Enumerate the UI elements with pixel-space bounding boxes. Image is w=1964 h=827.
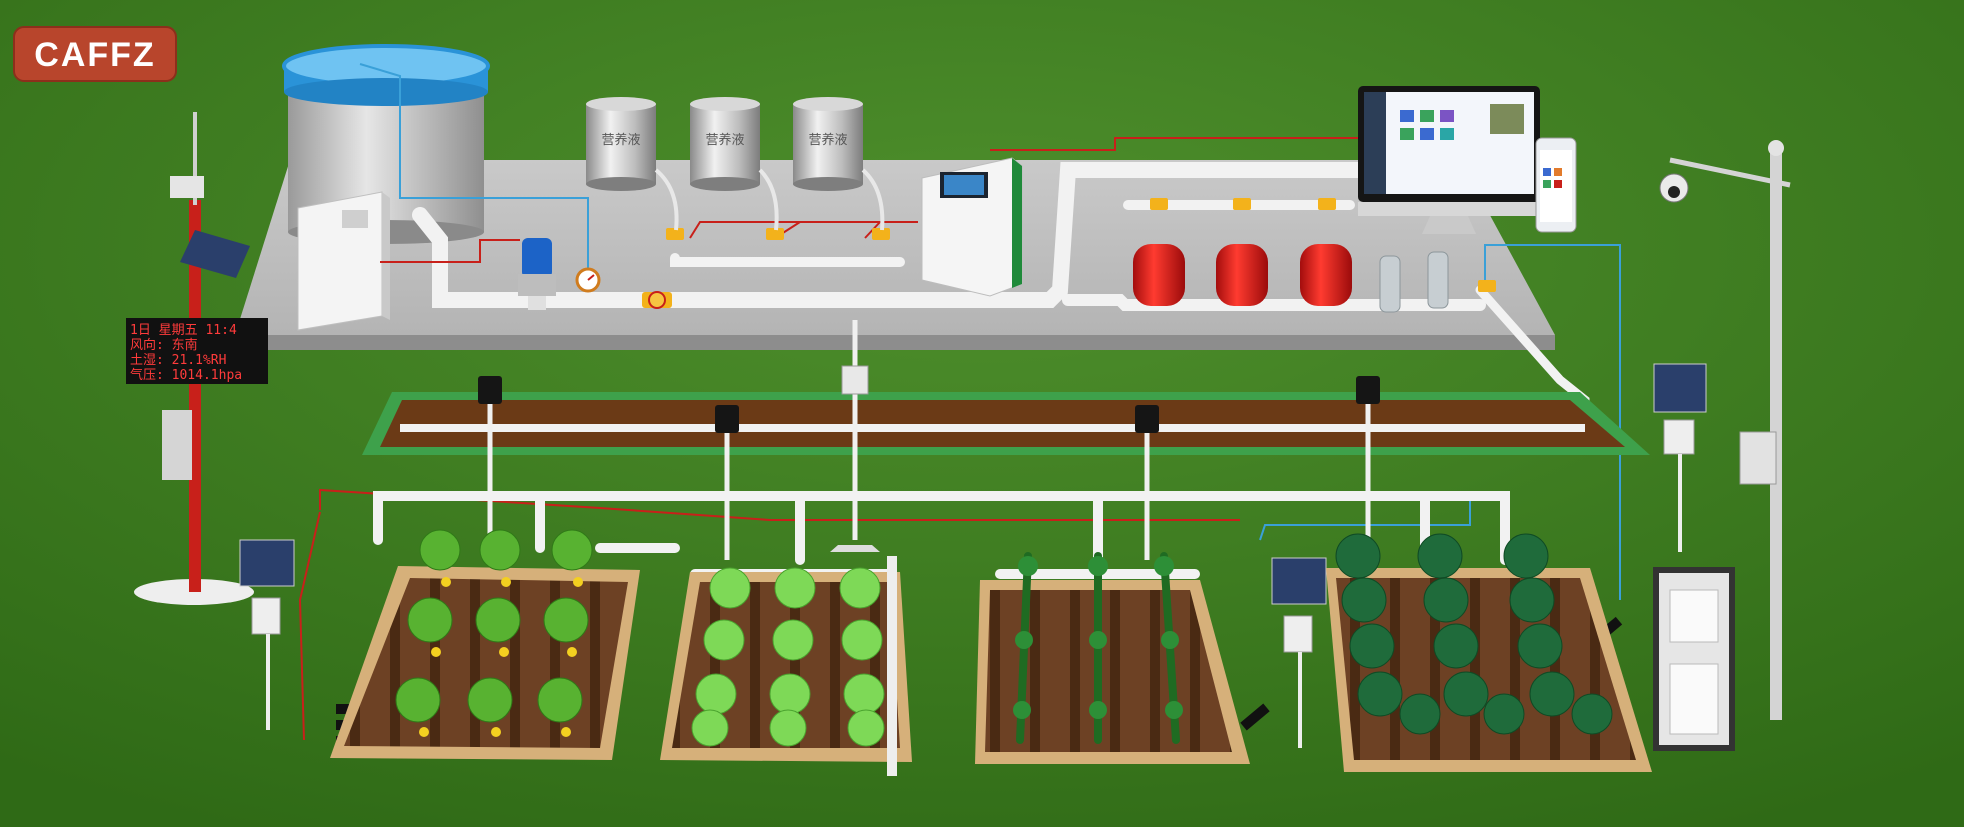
field-seedlings (975, 552, 1250, 764)
weather-line-1: 1日 星期五 11:4 (130, 323, 237, 338)
nutrient-tank-2-label: 营养液 (705, 132, 744, 148)
pressure-gauge-icon (575, 267, 601, 293)
nutrient-tank-3: 营养液 (793, 97, 863, 191)
tank-hoses (654, 168, 885, 231)
orange-tree-icon (1335, 533, 1613, 735)
disc-filter-icon (1379, 251, 1449, 313)
weather-line-4: 气压: 1014.1hpa (130, 367, 242, 383)
pump-icon (518, 238, 556, 310)
solar-panel-icon (239, 363, 1707, 748)
camera-pole-icon (1659, 140, 1791, 720)
weather-line-2: 风向: 东南 (130, 337, 198, 353)
tank-outlet-valves (666, 228, 890, 240)
wireless-node-icon (478, 376, 1380, 433)
cabbage-icon (691, 567, 885, 747)
fertigation-machine-icon (921, 157, 1023, 297)
sensor-box-on-pole (830, 365, 880, 552)
filter-inlet-valves (1150, 198, 1496, 292)
field-banana (330, 529, 640, 760)
phone-icon (1535, 137, 1577, 233)
field-orange-trees (1326, 533, 1652, 772)
drainage-trench (362, 392, 1650, 455)
nutrient-tank-3-label: 营养液 (808, 132, 847, 148)
nutrient-tank-2: 营养液 (690, 97, 760, 191)
sand-filter-icon (1133, 244, 1352, 306)
field-cabbage (660, 556, 912, 776)
weather-line-3: 土湿: 21.1%RH (130, 353, 226, 368)
brand-logo-text: CAFFZ (34, 36, 155, 74)
nutrient-tank-1: 营养液 (586, 97, 656, 191)
valve-icon (642, 291, 672, 309)
banana-plant-icon (395, 529, 593, 723)
brand-logo: CAFFZ (13, 26, 177, 82)
nutrient-tank-1-label: 营养液 (601, 132, 640, 148)
data-cabinet-icon (1653, 567, 1735, 751)
monitor-icon (1358, 86, 1540, 234)
control-cabinet-icon (297, 191, 390, 331)
weather-led-display: 1日 星期五 11:4 风向: 东南 土湿: 21.1%RH 气压: 1014.… (126, 318, 268, 384)
